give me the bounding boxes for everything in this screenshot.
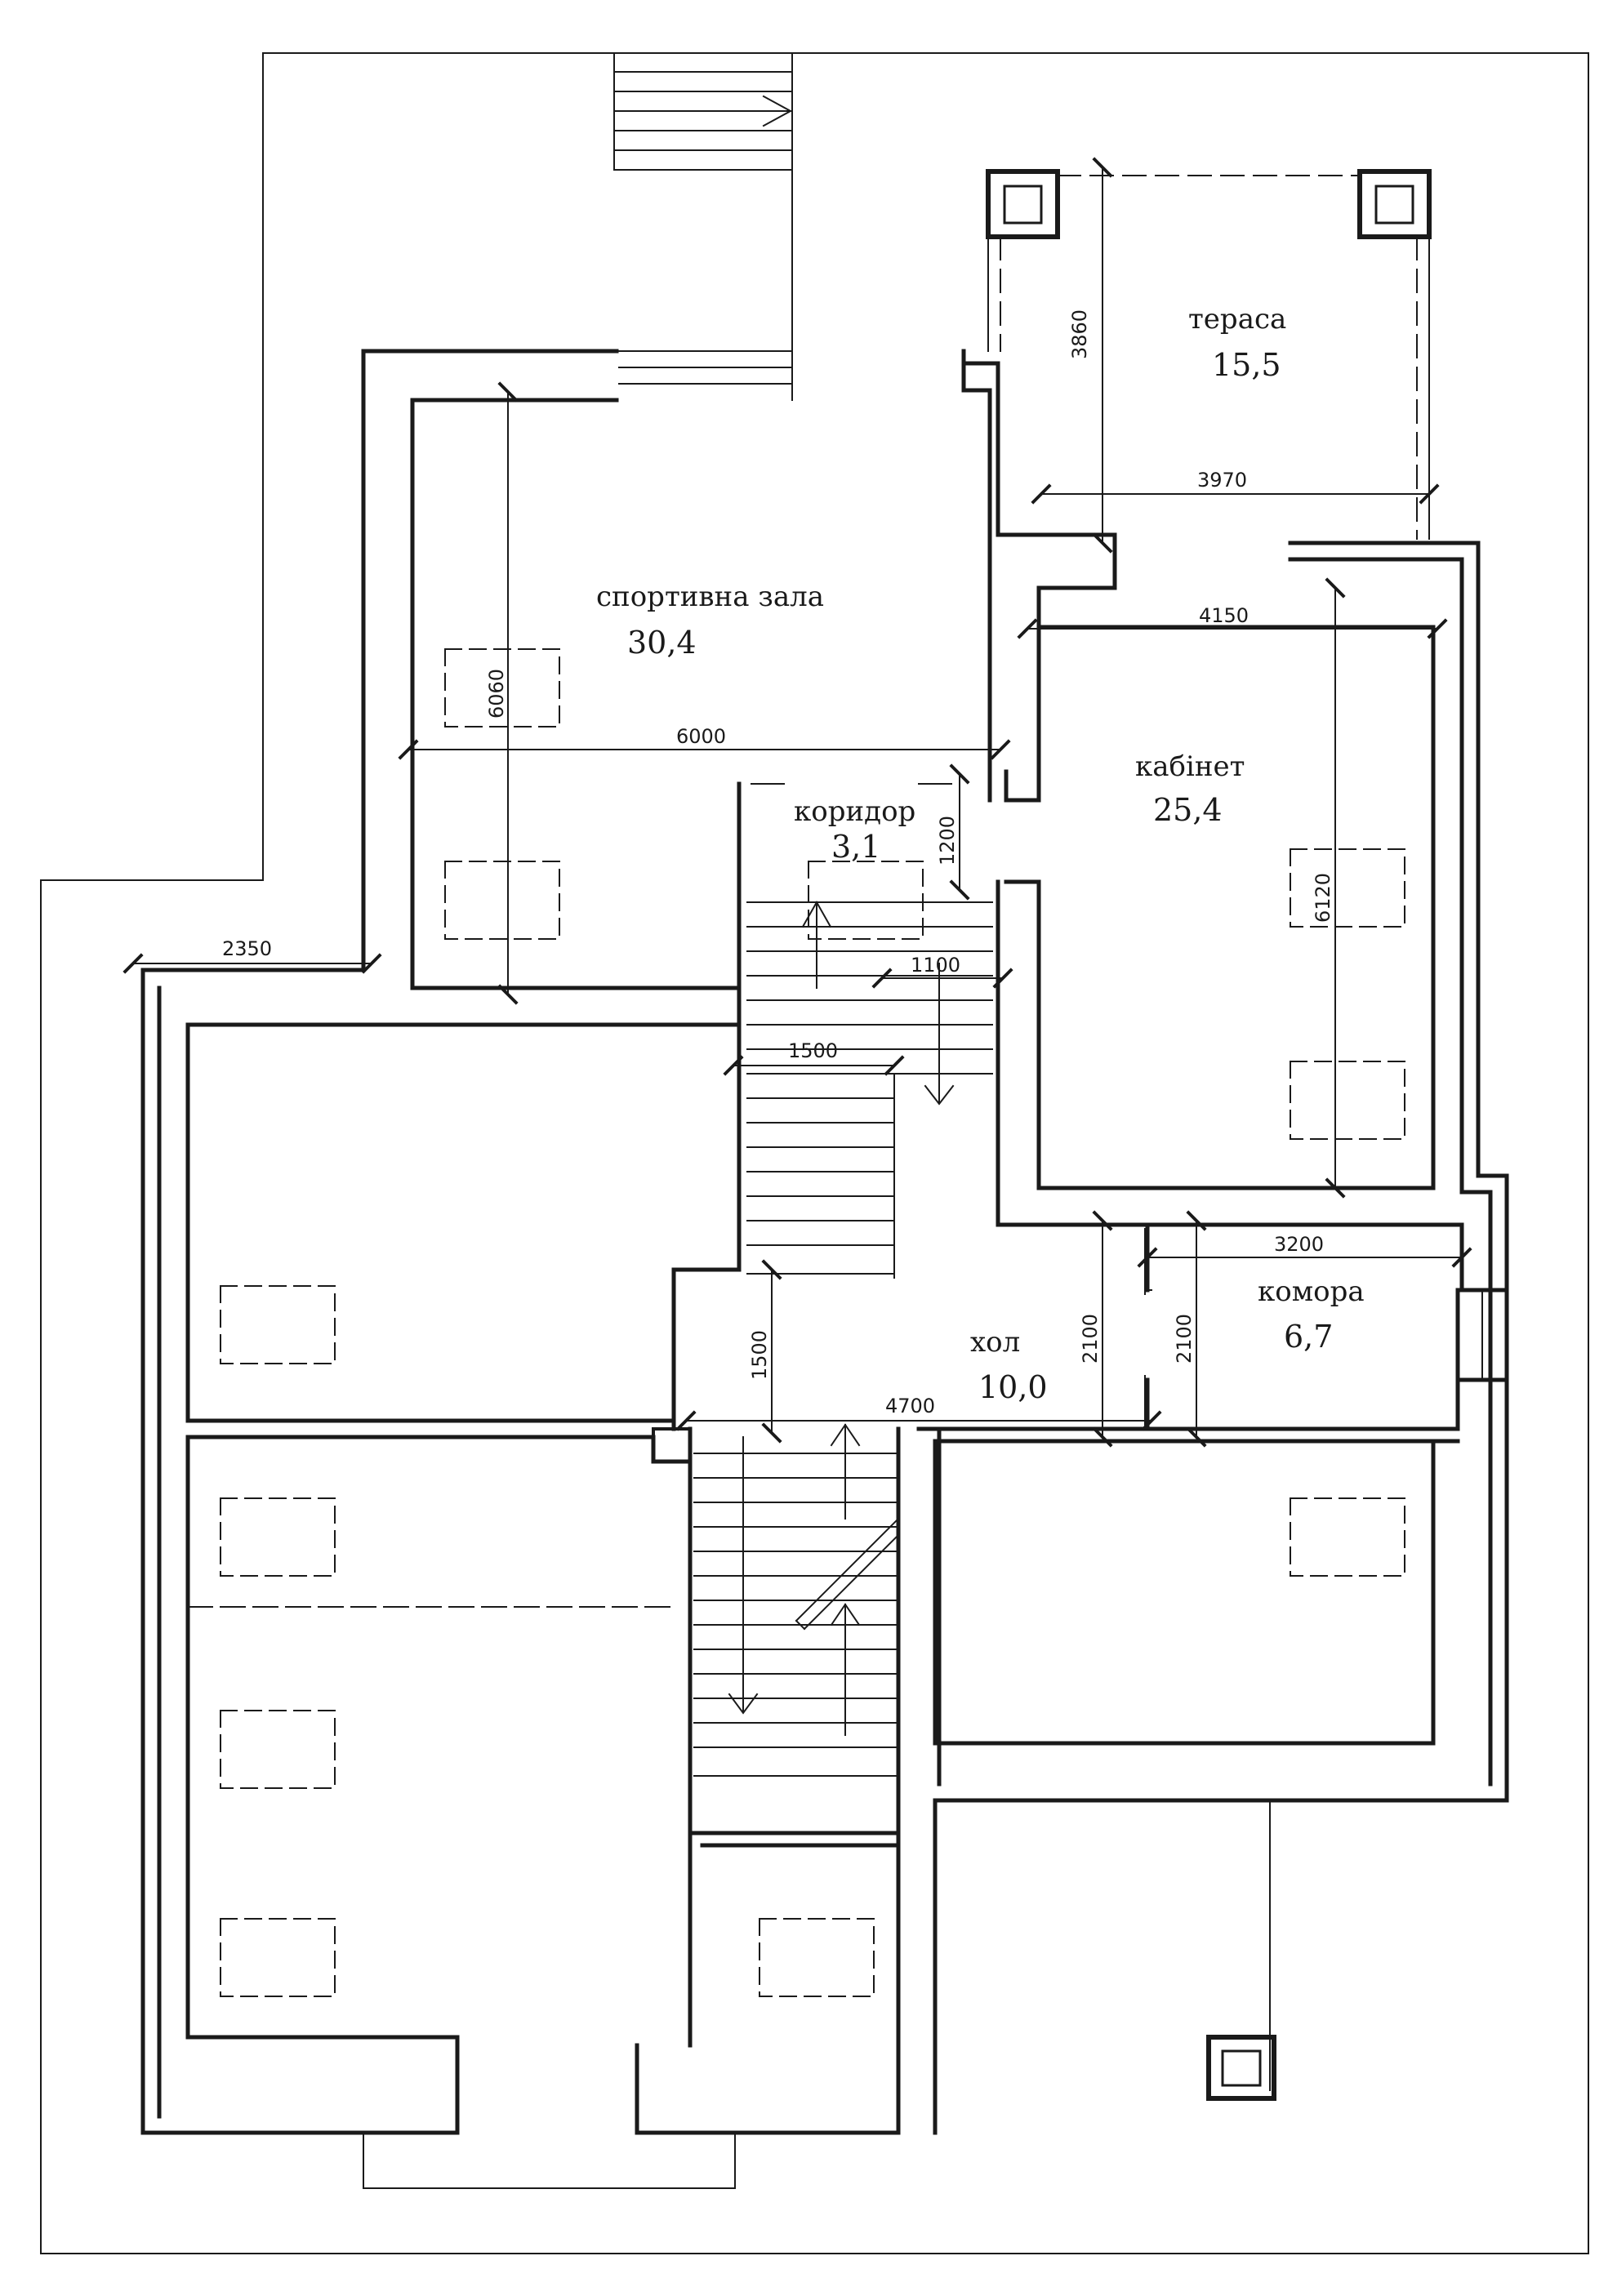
- dimension-lines: [122, 157, 1472, 1448]
- room-labels: спортивна зала 30,4 тераса 15,5 кабінет …: [596, 303, 1365, 1405]
- dim-sport-width: 6000: [676, 725, 726, 748]
- dim-terrace-height: 3860: [1068, 309, 1091, 359]
- site-boundary: [40, 52, 1589, 2254]
- dim-left-2350: 2350: [222, 937, 272, 960]
- dim-stair-1500: 1500: [788, 1039, 838, 1062]
- columns: [652, 1427, 1276, 2101]
- hall-area: 10,0: [978, 1369, 1048, 1405]
- corridor-name: коридор: [794, 795, 915, 828]
- dim-study-width: 4150: [1199, 604, 1249, 627]
- dim-storage-width: 3200: [1274, 1233, 1324, 1256]
- interior-lines: [187, 783, 1495, 2189]
- dim-terrace-width: 3970: [1197, 469, 1247, 492]
- sport-hall-area: 30,4: [627, 625, 697, 661]
- hall-name: хол: [970, 1326, 1020, 1359]
- entrance-stair: [613, 52, 793, 401]
- dim-study-height: 6120: [1312, 873, 1334, 923]
- walls: [140, 349, 1509, 2135]
- dim-hall-4700: 4700: [885, 1395, 935, 1417]
- corridor-area: 3,1: [831, 829, 880, 865]
- dim-hall-2100-right: 2100: [1173, 1314, 1196, 1364]
- terrace-outline: [986, 169, 1432, 540]
- storage-name: комора: [1258, 1275, 1365, 1308]
- dim-hall-1500: 1500: [748, 1330, 771, 1380]
- dimension-labels: 3860 3970 4150 6060 6000 1200 6120 2350 …: [222, 309, 1334, 1417]
- dim-sport-height: 6060: [485, 669, 508, 719]
- study-name: кабінет: [1135, 750, 1245, 783]
- dim-hall-2100-left: 2100: [1079, 1314, 1102, 1364]
- terrace-area: 15,5: [1212, 347, 1281, 383]
- dim-corridor-1200: 1200: [936, 816, 959, 865]
- sport-hall-name: спортивна зала: [596, 581, 824, 613]
- dim-stair-1100: 1100: [911, 954, 960, 977]
- study-area: 25,4: [1153, 792, 1223, 828]
- terrace-name: тераса: [1188, 303, 1286, 336]
- storage-area: 6,7: [1284, 1319, 1333, 1355]
- skylights: [220, 648, 1405, 1997]
- lower-stair: [693, 1423, 900, 1777]
